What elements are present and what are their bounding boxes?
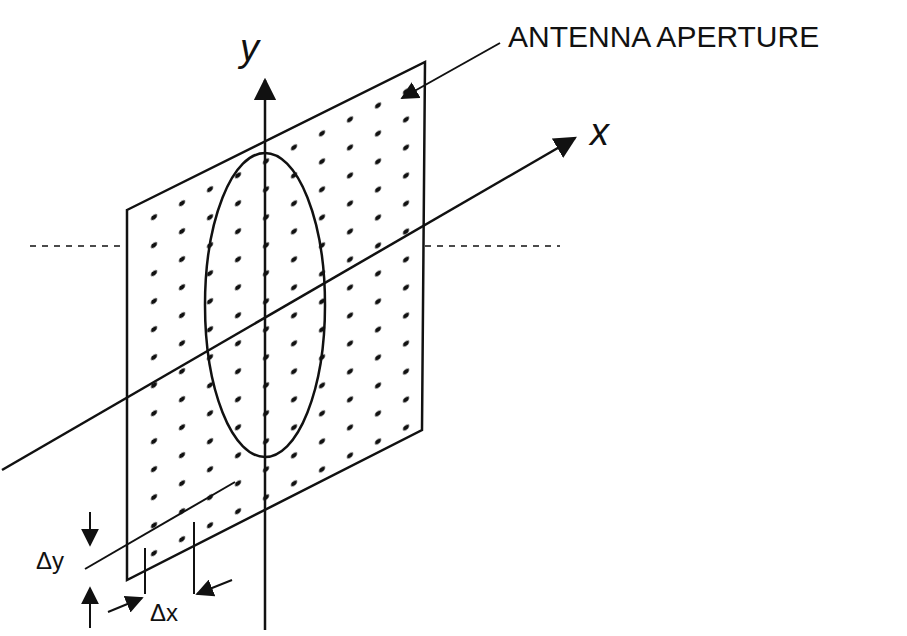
y-axis	[264, 80, 267, 630]
x-axis	[2, 138, 575, 470]
part-label: ANTENNA APERTURE	[508, 20, 819, 53]
dashed-line	[30, 245, 127, 247]
dimension-arrow	[197, 580, 232, 594]
dimension-tick	[144, 548, 146, 594]
dimension-arrow	[89, 588, 91, 628]
dimension-label: Δy	[36, 548, 64, 574]
dashed-line	[425, 245, 560, 247]
dimension-label: Δx	[150, 600, 178, 626]
leader-line	[402, 43, 500, 98]
axis-label: y	[240, 28, 259, 70]
reference-line	[85, 482, 235, 569]
dimension-arrow	[108, 598, 142, 612]
dimension-arrow	[89, 512, 91, 545]
axis-label: x	[590, 112, 609, 154]
dimension-tick	[193, 522, 195, 594]
